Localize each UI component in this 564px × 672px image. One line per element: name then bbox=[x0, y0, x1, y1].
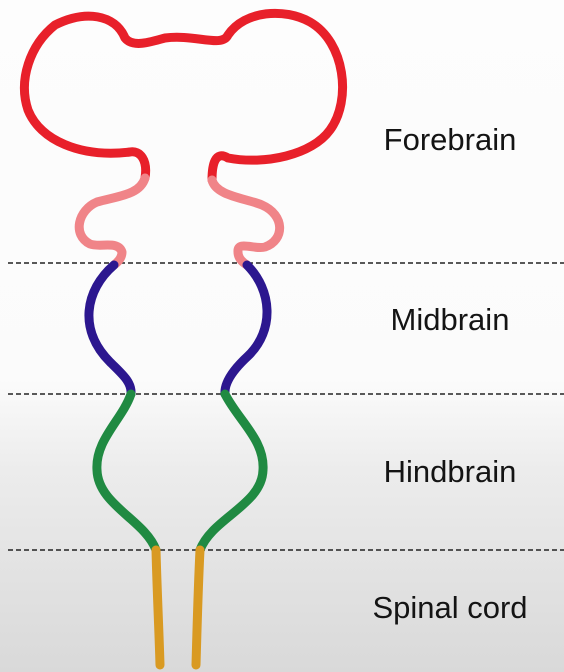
spinal-cord-left-wall bbox=[156, 550, 160, 665]
spinal-cord-label: Spinal cord bbox=[360, 590, 540, 626]
forebrain-label: Forebrain bbox=[360, 122, 540, 158]
midbrain-left-wall bbox=[89, 265, 131, 394]
spinal-cord-right-wall bbox=[196, 550, 200, 665]
forebrain-outline bbox=[24, 13, 342, 180]
forebrain-left-lower bbox=[79, 178, 145, 265]
hindbrain-left-wall bbox=[97, 394, 156, 550]
forebrain-right-lower bbox=[212, 180, 280, 265]
hindbrain-label: Hindbrain bbox=[360, 454, 540, 490]
hindbrain-right-wall bbox=[200, 394, 263, 550]
midbrain-label: Midbrain bbox=[360, 302, 540, 338]
midbrain-right-wall bbox=[225, 265, 267, 394]
